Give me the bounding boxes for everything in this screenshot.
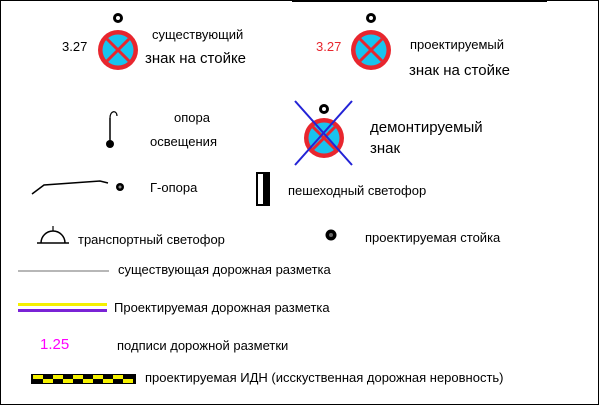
pedestrian-light-label: пешеходный светофор	[288, 183, 427, 198]
lighting-pole-label-2: освещения	[150, 134, 217, 149]
planned-sign-code: 3.27	[316, 39, 342, 54]
planned-marking-label: Проектируемая дорожная разметка	[114, 300, 330, 315]
traffic-light-label: транспортный светофор	[78, 232, 225, 247]
lamp-post-icon	[106, 111, 118, 148]
traffic-light-icon	[37, 226, 69, 244]
planned-sign-label-1: проектируемый	[410, 37, 504, 52]
planned-marking-line-yellow	[18, 303, 107, 306]
post-dot-icon	[325, 229, 337, 241]
marking-label-sample: 1.25	[40, 336, 70, 353]
speed-bump-label: проектируемая ИДН (исскуственная дорожна…	[145, 370, 504, 385]
planned-sign-label-2: знак на стойке	[409, 62, 511, 79]
existing-marking-line	[18, 270, 109, 272]
pedestrian-light-icon	[256, 172, 270, 206]
dismantled-sign-label-2: знак	[370, 140, 401, 157]
planned-post-label: проектируемая стойка	[365, 230, 501, 245]
existing-sign-icon	[98, 13, 138, 70]
existing-marking-label: существующая дорожная разметка	[118, 262, 331, 277]
existing-sign-label-2: знак на стойке	[145, 50, 247, 67]
existing-sign-label-1: существующий	[152, 27, 244, 42]
g-pole-icon	[31, 180, 124, 195]
speed-bump-icon	[31, 374, 136, 384]
planned-sign-icon	[351, 13, 391, 70]
lighting-pole-label-1: опора	[174, 110, 210, 125]
header-rule	[292, 1, 547, 2]
dismantled-sign-label-1: демонтируемый	[370, 119, 483, 136]
existing-sign-code: 3.27	[62, 39, 88, 54]
marking-labels-label: подписи дорожной разметки	[117, 338, 289, 353]
g-pole-label: Г-опора	[150, 180, 198, 195]
dismantled-sign-icon	[294, 100, 353, 166]
planned-marking-line-purple	[18, 309, 107, 312]
